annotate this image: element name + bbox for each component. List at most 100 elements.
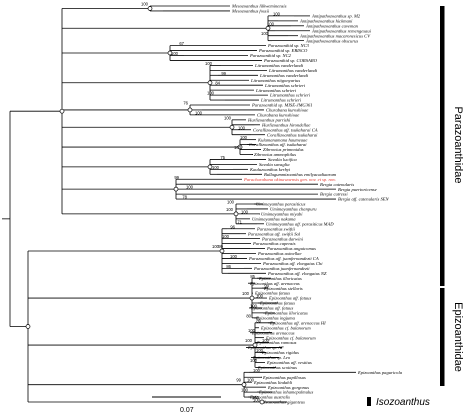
support-value: 100 [240,135,248,140]
taxon-label: Litrumanthus nitgonyarius [250,78,300,83]
taxon-label: Savalia savaglia [259,162,290,167]
family-bar-parazoanthidae [440,6,445,286]
support-value: 100 [250,358,258,363]
taxon-label: Epizoanthus scotinus [257,365,297,370]
taxon-label: Antipathozoanthus macaronesicus CV [299,33,371,38]
taxon-label: Litrumanthus schrieri [255,88,297,93]
taxon-label: Epizoanthus aff. fatuus [268,296,311,301]
taxon-label: Savalia lucifica [268,157,297,162]
taxon-label: Litrumanthus vanderlandi [268,68,318,73]
taxon-label: Umimayanthus aff. parasiticus MAD [266,221,334,226]
node-marker [147,6,153,11]
support-value: 99 [174,175,179,180]
taxon-label: Epizoanthus fatuus [254,291,290,296]
taxon-label: Corallizoanthus aff. tsukaharai CA [253,127,318,132]
taxon-label: Corallizoanthus tsukaharai [267,132,318,137]
support-value: 96 [230,224,235,229]
support-value: 99 [236,378,241,383]
taxon-label: Parazoanthus aff. elongatus Chi [262,261,323,266]
taxon-label: Litrumanthus vanderlandi [259,73,309,78]
taxon-label: Epizoanthus papillosus [262,375,306,380]
support-value: 100 [141,2,149,7]
node-marker [249,295,255,301]
taxon-label: Epizoanthus sp. AF [247,345,284,350]
support-value: 100 [267,21,275,26]
support-value: 100 [253,398,261,403]
support-value: 100 [227,200,235,205]
taxon-label: Parazoanthus aff. juanfernandezii CA [248,256,319,261]
support-value: 100 [248,328,256,333]
taxon-label: Churabana kuroshioae [266,108,308,113]
support-value: 100 [252,395,260,400]
taxon-label: Parazoanthid sp. NC3 [267,43,310,48]
node-marker [241,382,247,388]
support-value: 86 [226,264,231,269]
taxon-label: Zibrowius ammophilus [254,152,296,157]
support-value: 100 [241,388,249,393]
node-marker [173,186,179,192]
node-marker [233,211,239,217]
support-value: 100 [195,110,203,115]
taxon-label: Epizoanthus paguricola [357,370,403,375]
taxon-label: Parazoanthid sp. CORSARO [263,58,318,63]
support-value: 85 [250,274,255,279]
taxon-label: Antipathozoanthus hickmani [299,18,353,23]
node-marker [259,399,265,405]
taxon-label: Epizoanthus sp. Leo [252,355,291,360]
taxon-label: Umimayanthus miyabi [261,212,303,217]
support-value: 100 [230,254,238,259]
support-value: 99 [264,284,269,289]
support-values: 1001001001006710010099841007610010010010… [141,2,281,403]
taxon-label: Bergia puertoricense [338,187,377,192]
taxon-label: Antipathozoanthus caveman [305,23,359,28]
support-value: 100 [261,31,269,36]
taxon-label: Epizoanthus arenaceus [251,330,295,335]
outgroup-label: Isozoanthus [376,397,430,408]
taxon-label: Epizoanthus australis [249,395,290,400]
taxon-label: Parazoanthid sp. MISE-JMG361 [251,103,313,108]
support-value: 100 [273,11,281,16]
support-value: 84 [215,81,220,86]
taxon-label: Kauluzoanthus kerbyi [249,167,291,172]
taxon-label: Mesozoanthus lilkweminensis [231,4,287,9]
taxon-label: Parachurabana okinawaensis gen. nov. et … [243,177,336,182]
taxon-label: Parazoanthus aff. elongatus NZ [267,271,327,276]
support-value: 100 [222,234,230,239]
support-value: 100 [253,368,261,373]
support-value: 71 [237,219,242,224]
node-marker [219,248,225,254]
node-marker [237,144,243,150]
taxon-label: Epizoanthus fatuus [259,301,295,306]
taxon-label: Epizoanthus inhamepalmulus [258,390,313,395]
support-value: 100 [226,207,234,212]
support-value: 100 [234,145,242,150]
support-value: 100 [212,244,220,249]
taxon-label: Corallizoanthus aff. tsukaharai [249,142,307,147]
taxon-label: Antipathozoanthus sp. M2 [311,14,361,19]
support-value: 100 [245,338,253,343]
taxon-label: Parazoanthid sp. NC2 [249,53,292,58]
taxon-label: Zibrowius primnoidus [263,147,304,152]
support-value: 100 [241,209,249,214]
node-marker [229,124,235,130]
tree-nodes [25,6,271,405]
taxon-label: Epizoanthus stellaris [263,286,303,291]
taxon-label: Hurlizoanthus parrishi [247,117,291,122]
taxon-label: Isozoanthus giganteus [263,400,305,405]
taxon-label: Parazoanthus anguicomus [266,246,316,251]
family-bar-epizoanthidae [440,288,445,386]
taxon-label: Mesozoanthus fossii [231,9,270,14]
taxon-label: Epizoanthus aff. fatuus [250,306,293,311]
taxon-label: Litrumanthus vanderlandi [254,63,304,68]
taxon-label: Parazoanthus juanfernandezii [253,266,310,271]
support-value: 100 [224,115,232,120]
support-value: 100 [256,348,264,353]
support-value: 100 [238,125,246,130]
taxon-label: Kulamanamana haumeaae [257,137,307,142]
tree-branches [2,5,356,403]
taxon-label: Litrumanthus schrieri [264,83,306,88]
taxon-label: Epizoanthus aff. arenaceus [249,281,300,286]
taxon-label: Churabana kuroshioae [257,113,299,118]
taxon-label: Litrumanthus schrieri [260,98,302,103]
